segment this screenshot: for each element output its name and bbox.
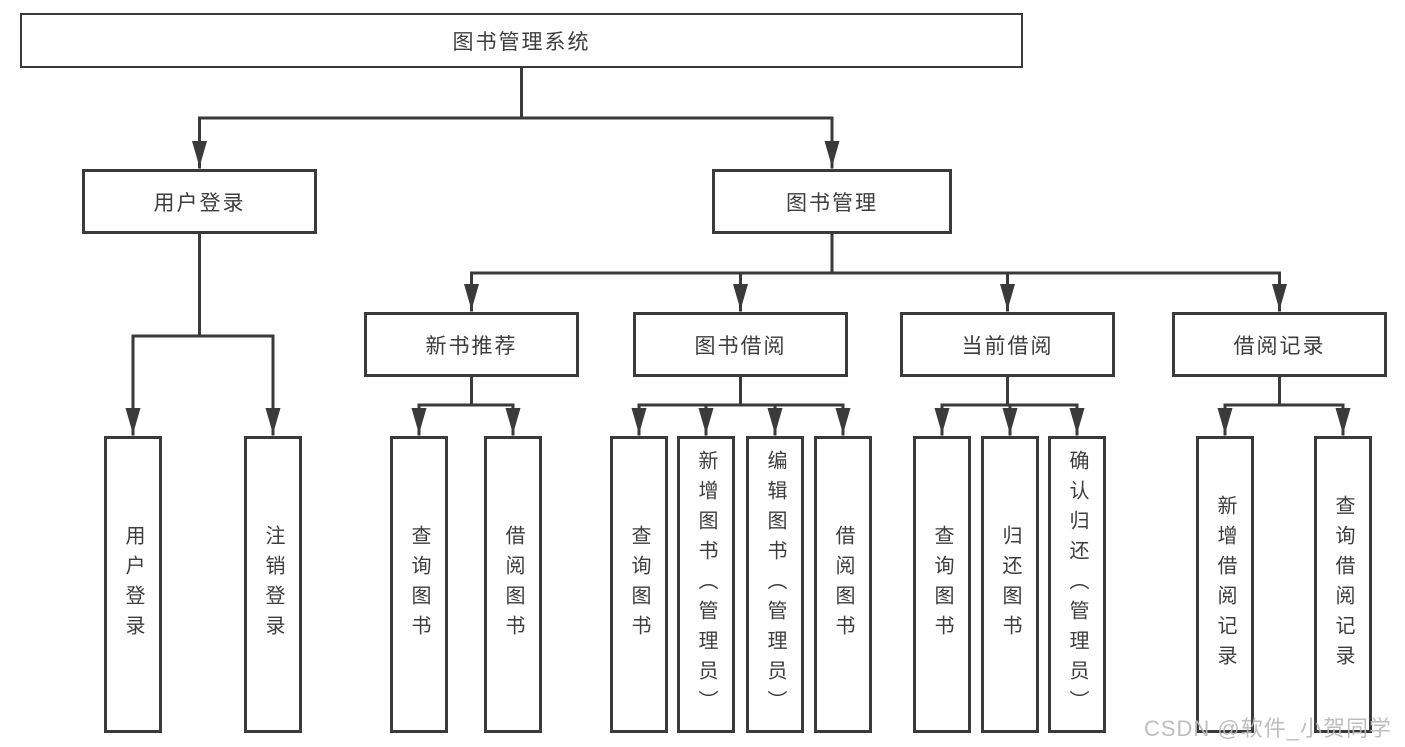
node-library-management-system: 图书管理系统 [20,13,1023,68]
edges-current-borrow [934,375,1085,436]
leaf-logout: 注销登录 [244,436,302,733]
leaf-query-book-borrow: 查询图书 [610,436,668,733]
node-current-borrow: 当前借阅 [900,312,1115,377]
leaf-add-borrow-record: 新增借阅记录 [1196,436,1254,733]
node-book-management: 图书管理 [712,169,952,234]
edges-root [192,66,840,169]
leaf-query-book-current: 查询图书 [913,436,971,733]
leaf-return-book: 归还图书 [981,436,1039,733]
leaf-confirm-return-admin: 确认归还（管理员） [1048,436,1106,733]
leaf-edit-book-admin: 编辑图书（管理员） [746,436,804,733]
edges-book-borrow [631,375,851,436]
edges-user-login [125,232,281,436]
leaf-query-borrow-record: 查询借阅记录 [1314,436,1372,733]
edges-book-management [464,232,1287,312]
csdn-watermark: CSDN @软件_小贺同学 [1143,716,1392,741]
leaf-borrow-book-recommend: 借阅图书 [484,436,542,733]
leaf-user-login: 用户登录 [104,436,162,733]
edges-new-book-recommend [411,375,521,436]
leaf-borrow-book: 借阅图书 [814,436,872,733]
edges-borrow-record [1217,375,1351,436]
node-user-login: 用户登录 [82,169,317,234]
leaf-add-book-admin: 新增图书（管理员） [677,436,735,733]
node-book-borrow: 图书借阅 [633,312,848,377]
leaf-query-book-recommend: 查询图书 [390,436,448,733]
node-new-book-recommend: 新书推荐 [364,312,579,377]
node-borrow-record: 借阅记录 [1172,312,1387,377]
